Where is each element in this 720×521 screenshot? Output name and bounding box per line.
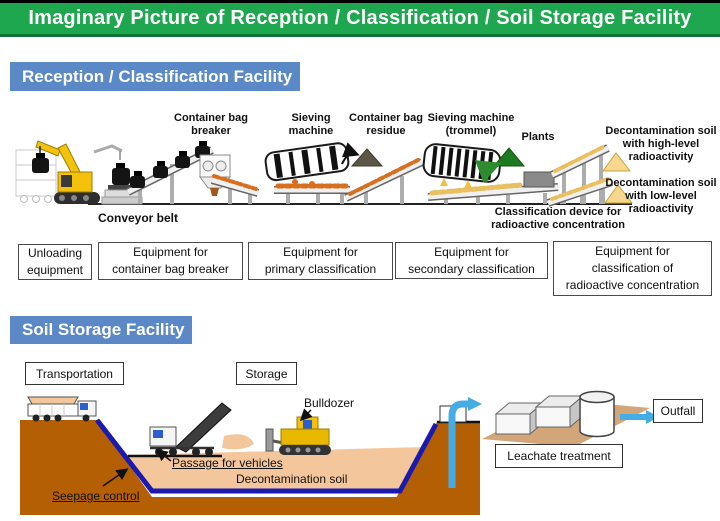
dump-truck-arriving bbox=[27, 396, 97, 422]
plants-pile bbox=[474, 147, 526, 183]
box-leachate-treatment: Leachate treatment bbox=[495, 444, 623, 468]
label-decontamination-soil: Decontamination soil bbox=[236, 472, 348, 486]
label-passage-for-vehicles: Passage for vehicles bbox=[172, 456, 283, 470]
box-transportation: Transportation bbox=[25, 362, 124, 385]
top-border bbox=[0, 0, 720, 3]
soil-drip bbox=[440, 178, 448, 186]
storage-pit bbox=[20, 418, 480, 515]
conveyor-belt-1 bbox=[126, 141, 214, 204]
annotation-arrows bbox=[102, 408, 313, 487]
label-conveyor-belt: Conveyor belt bbox=[98, 211, 179, 225]
label-container-bag-residue: Container bag residue bbox=[349, 112, 423, 138]
leachate-treatment-plant bbox=[482, 390, 650, 447]
label-high-level-soil: Decontamination soil with high-level rad… bbox=[605, 125, 717, 164]
box-unloading-equipment: Unloading equipment bbox=[18, 244, 92, 280]
label-sieving-machine: Sieving machine bbox=[288, 112, 334, 138]
section-title-reception: Reception / Classification Facility bbox=[10, 62, 300, 91]
conveyor-belt-3 bbox=[274, 183, 350, 204]
soil-drip bbox=[464, 180, 472, 188]
box-storage: Storage bbox=[236, 362, 297, 385]
box-secondary-classification: Equipment for secondary classification bbox=[395, 242, 548, 279]
seepage-liner bbox=[95, 418, 439, 494]
conveyor-belt-4 bbox=[344, 158, 424, 204]
box-outfall: Outfall bbox=[653, 399, 703, 423]
dump-truck-unloading bbox=[149, 402, 254, 456]
low-level-soil-pile bbox=[604, 184, 634, 204]
label-classification-device: Classification device for radioactive co… bbox=[491, 206, 625, 232]
excavator bbox=[32, 140, 100, 204]
radiation-sensor-box bbox=[523, 171, 555, 188]
section-title-storage: Soil Storage Facility bbox=[10, 316, 192, 344]
decontamination-soil-fill bbox=[126, 447, 425, 491]
low-level-conveyor bbox=[546, 177, 634, 207]
label-sieving-machine-trommel: Sieving machine (trommel) bbox=[427, 112, 515, 138]
box-primary-classification: Equipment for primary classification bbox=[248, 242, 393, 280]
soil-spill bbox=[222, 434, 254, 450]
high-level-conveyor bbox=[550, 144, 632, 204]
label-bulldozer: Bulldozer bbox=[304, 396, 355, 410]
box-container-bag-breaker: Equipment for container bag breaker bbox=[98, 242, 243, 280]
label-container-bag-breaker: Container bag breaker bbox=[174, 112, 248, 138]
treatment-tank bbox=[579, 396, 615, 438]
classification-conveyor bbox=[427, 171, 559, 204]
conveyor-belt-2 bbox=[210, 174, 260, 204]
reception-illustration bbox=[15, 140, 634, 207]
sieving-machine-drum bbox=[264, 142, 350, 182]
leachate-pipe bbox=[439, 397, 482, 488]
label-low-level-soil: Decontamination soil with low-level radi… bbox=[605, 177, 717, 216]
storage-illustration bbox=[20, 390, 659, 515]
bulldozer bbox=[265, 416, 331, 455]
label-seepage-control: Seepage control bbox=[52, 489, 140, 503]
bag-residue-pile bbox=[341, 142, 384, 167]
page-title: Imaginary Picture of Reception / Classif… bbox=[0, 3, 720, 37]
container-bags bbox=[130, 141, 210, 188]
box-radioactive-classification: Equipment for classification of radioact… bbox=[553, 241, 712, 296]
trommel-drum bbox=[422, 143, 502, 183]
label-plants: Plants bbox=[521, 131, 555, 143]
unloading-crane bbox=[93, 144, 143, 205]
outfall-arrow bbox=[620, 410, 659, 424]
high-level-soil-pile bbox=[602, 152, 632, 172]
